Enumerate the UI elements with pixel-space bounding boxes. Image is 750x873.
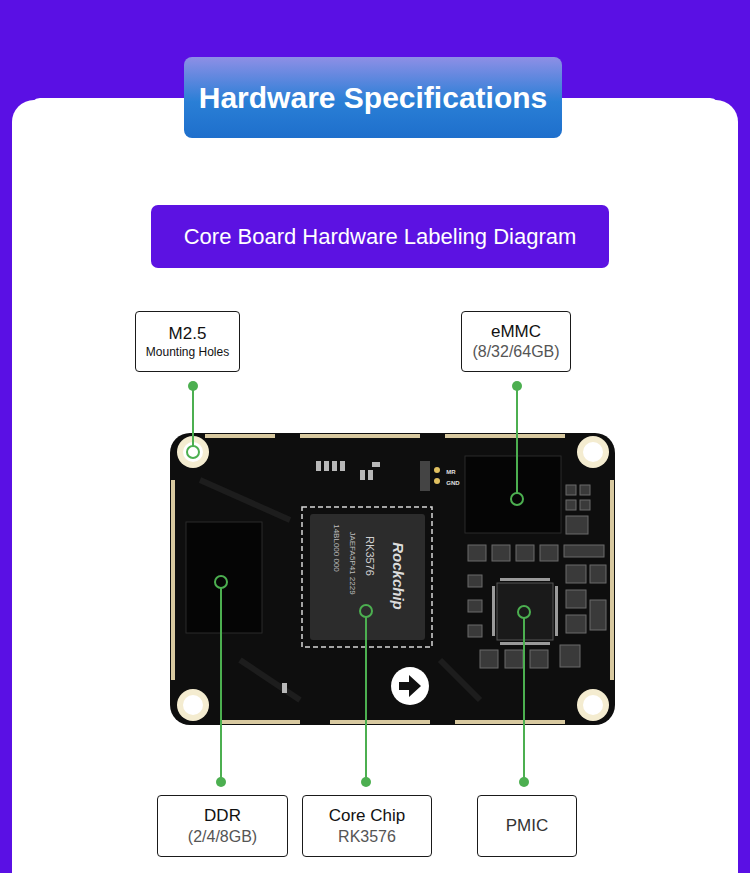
node-heading: DDR	[204, 805, 241, 826]
callout-box: PMIC	[477, 795, 577, 857]
callout-box: DDR(2/4/8GB)	[157, 795, 288, 857]
pin-name: GND	[446, 480, 459, 486]
chip-marking: RK3576	[364, 536, 375, 576]
chip-brand: Rockchip	[391, 542, 406, 610]
node-heading: Core Chip	[329, 805, 406, 826]
node-subtext: Mounting Holes	[146, 345, 229, 360]
subtitle-band: Core Board Hardware Labeling Diagram	[151, 205, 609, 268]
callout-box: eMMC(8/32/64GB)	[461, 311, 570, 372]
node-heading: PMIC	[506, 815, 549, 836]
node-heading: Core Board Hardware Labeling Diagram	[184, 223, 577, 251]
node-heading: eMMC	[491, 321, 541, 342]
chip-marking: 14BL000 000	[332, 524, 340, 572]
node-heading: M2.5	[169, 323, 207, 344]
title-text: Hardware Specifications	[199, 81, 547, 115]
title-pill: Hardware Specifications	[184, 57, 562, 138]
callout-box: Core ChipRK3576	[302, 795, 432, 857]
node-subtext: (8/32/64GB)	[472, 342, 559, 362]
chip-marking: JAEFA5P41 2229	[348, 531, 356, 594]
node-subtext: (2/4/8GB)	[188, 827, 257, 847]
pin-name: MR	[446, 469, 455, 475]
node-subtext: RK3576	[338, 827, 396, 847]
callout-box: M2.5Mounting Holes	[135, 311, 240, 372]
